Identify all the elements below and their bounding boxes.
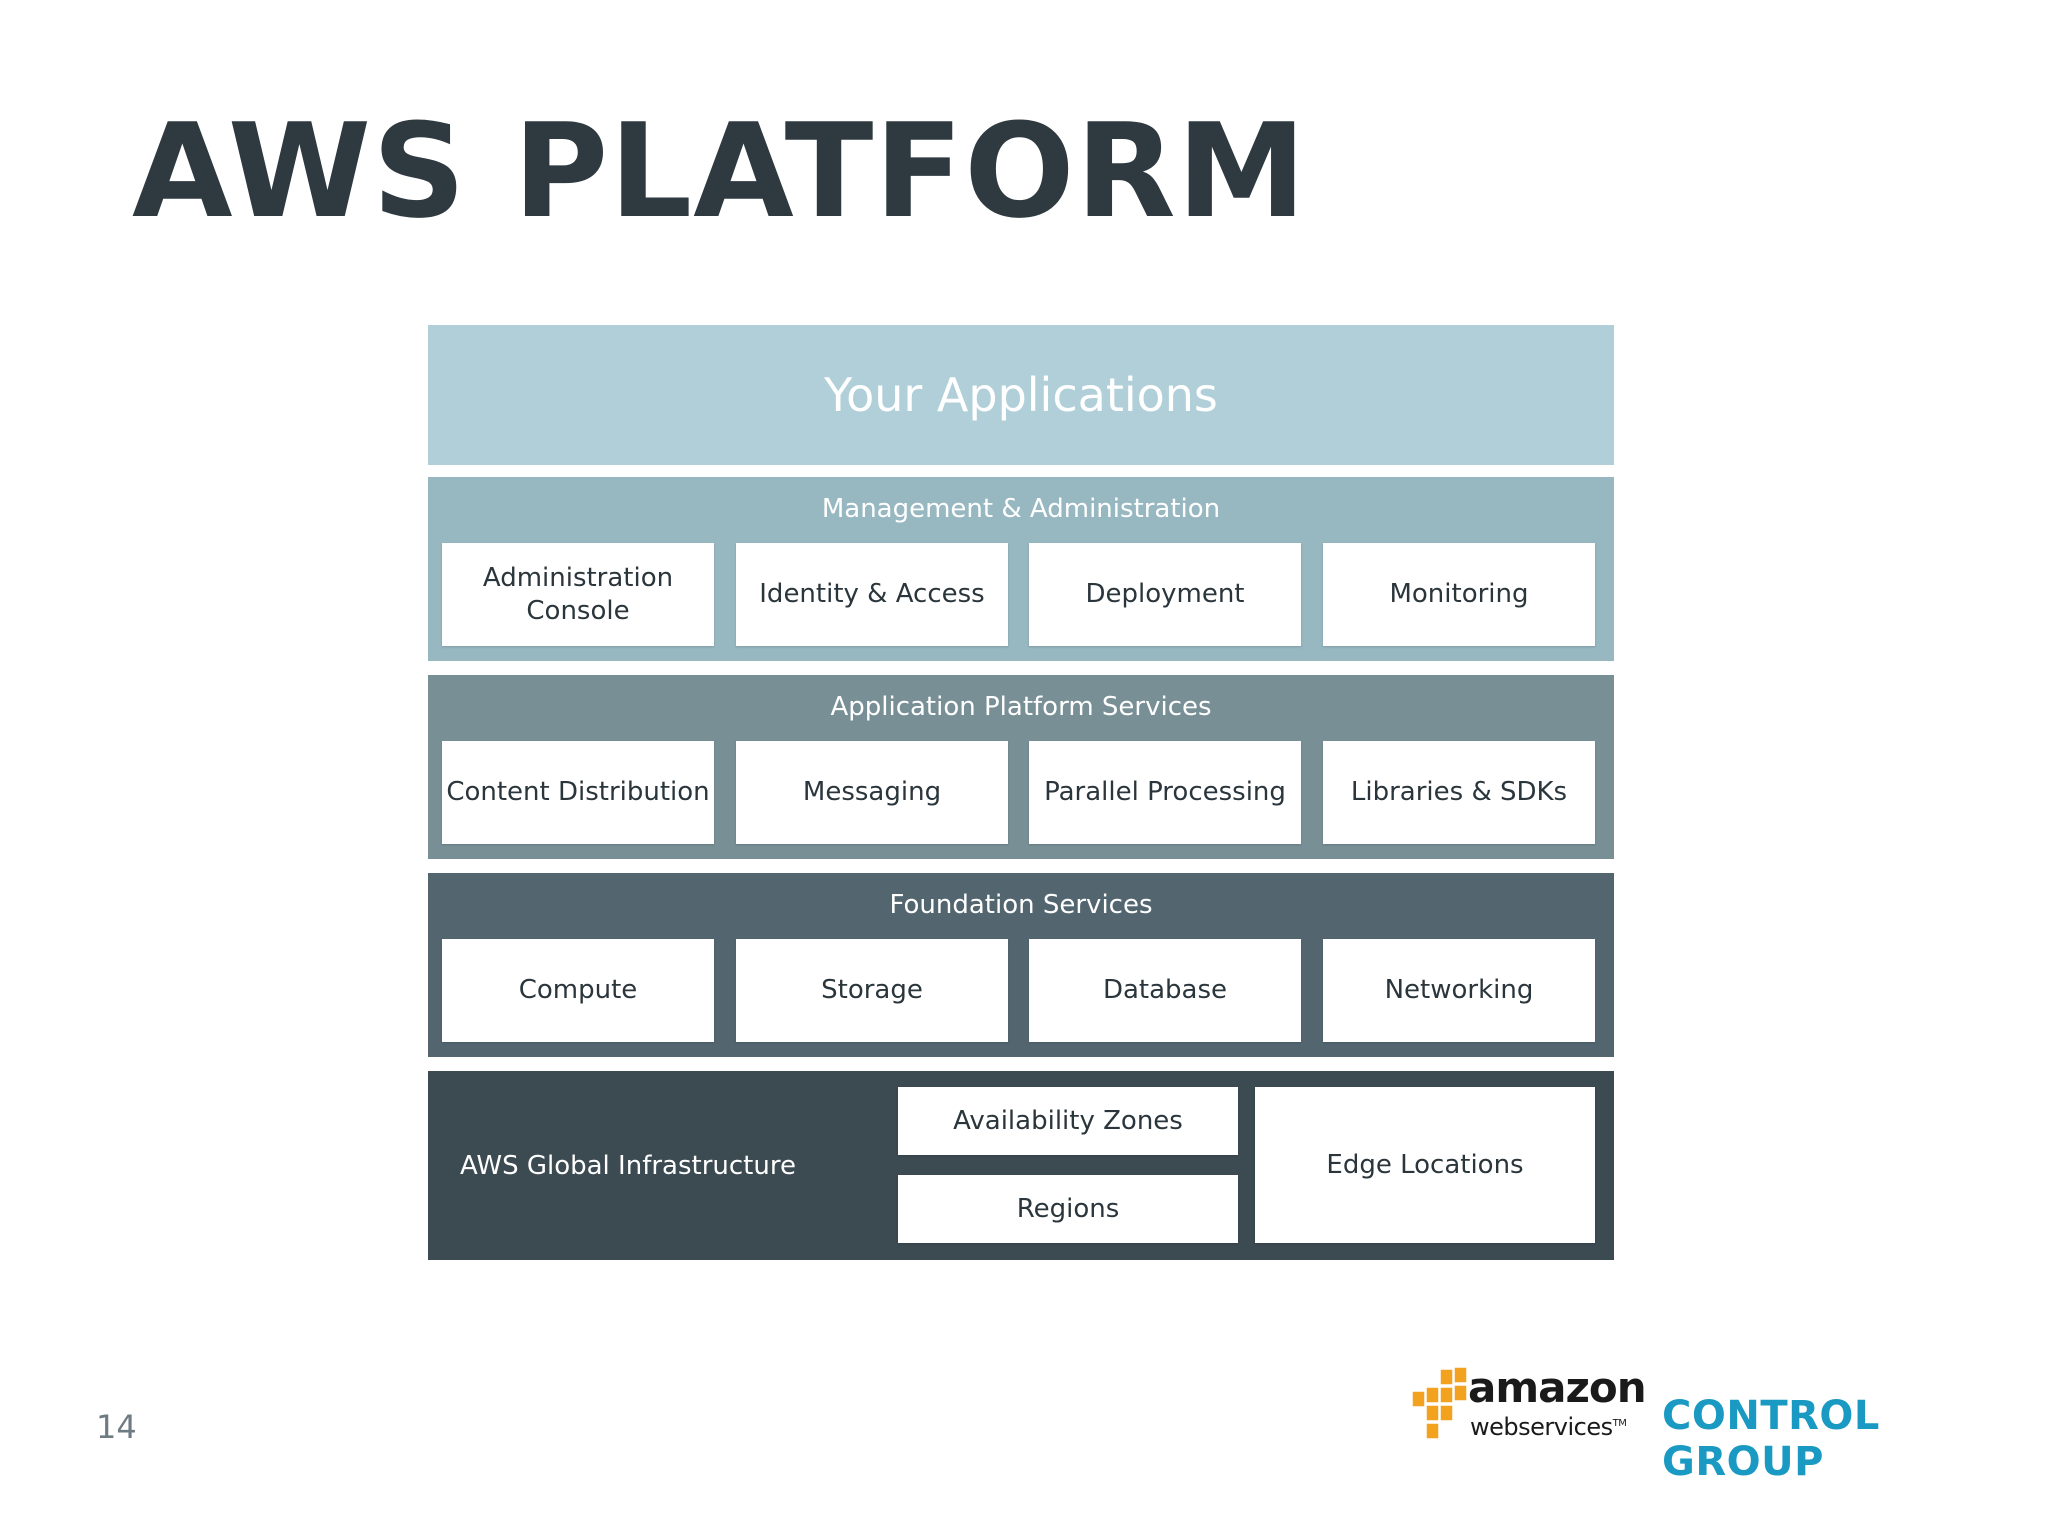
networking-label: Networking (1384, 975, 1534, 1006)
amazon-web-services-logo: amazon webservicesTM (1410, 1365, 1647, 1455)
availability-zones-box: Availability Zones (898, 1087, 1238, 1155)
content-distribution-label: Content Distribution (446, 777, 710, 808)
messaging-label: Messaging (802, 777, 942, 808)
page-number: 14 (96, 1408, 137, 1446)
global-infrastructure-title: AWS Global Infrastructure (460, 1150, 796, 1181)
your-applications-layer: Your Applications (428, 325, 1614, 465)
edge-locations-box: Edge Locations (1255, 1087, 1595, 1243)
content-distribution-box: Content Distribution (442, 741, 714, 844)
foundation-title: Foundation Services (889, 890, 1153, 920)
identity-access-label: Identity & Access (759, 579, 985, 610)
identity-access-box: Identity & Access (736, 543, 1008, 646)
regions-label: Regions (1016, 1193, 1120, 1224)
regions-box: Regions (898, 1175, 1238, 1243)
parallel-processing-label: Parallel Processing (1044, 777, 1286, 808)
aws-cubes-icon (1411, 1366, 1468, 1440)
management-title: Management & Administration (821, 494, 1221, 524)
administration-console-label: Administration Console (482, 563, 674, 626)
edge-locations-label: Edge Locations (1326, 1149, 1524, 1180)
storage-box: Storage (736, 939, 1008, 1042)
database-box: Database (1029, 939, 1301, 1042)
storage-label: Storage (821, 975, 923, 1006)
global-infrastructure-layer: AWS Global Infrastructure Availability Z… (428, 1071, 1614, 1260)
foundation-layer: Foundation Services Compute Storage Data… (428, 873, 1614, 1057)
control-group-logo: CONTROL GROUP (1662, 1393, 1880, 1485)
compute-label: Compute (518, 975, 638, 1006)
aws-logo-word: amazon (1468, 1363, 1647, 1412)
deployment-label: Deployment (1085, 579, 1245, 610)
aws-platform-diagram: Your Applications Management & Administr… (428, 325, 1614, 1260)
database-label: Database (1102, 975, 1228, 1006)
messaging-box: Messaging (736, 741, 1008, 844)
your-applications-label: Your Applications (824, 368, 1218, 422)
monitoring-box: Monitoring (1323, 543, 1595, 646)
availability-zones-label: Availability Zones (953, 1105, 1183, 1136)
application-platform-layer: Application Platform Services Content Di… (428, 675, 1614, 859)
administration-console-box: Administration Console (442, 543, 714, 646)
libraries-sdks-box: Libraries & SDKs (1323, 741, 1595, 844)
management-layer: Management & Administration Administrati… (428, 477, 1614, 661)
aws-logo-tm: TM (1612, 1418, 1627, 1429)
aws-logo-subword: webservicesTM (1470, 1413, 1627, 1441)
networking-box: Networking (1323, 939, 1595, 1042)
deployment-box: Deployment (1029, 543, 1301, 646)
monitoring-label: Monitoring (1389, 579, 1529, 610)
application-platform-title: Application Platform Services (830, 692, 1212, 722)
aws-logo-sub: webservices (1470, 1413, 1613, 1441)
parallel-processing-box: Parallel Processing (1029, 741, 1301, 844)
compute-box: Compute (442, 939, 714, 1042)
libraries-sdks-label: Libraries & SDKs (1350, 777, 1568, 808)
slide-title: AWS PLATFORM (132, 95, 1308, 247)
